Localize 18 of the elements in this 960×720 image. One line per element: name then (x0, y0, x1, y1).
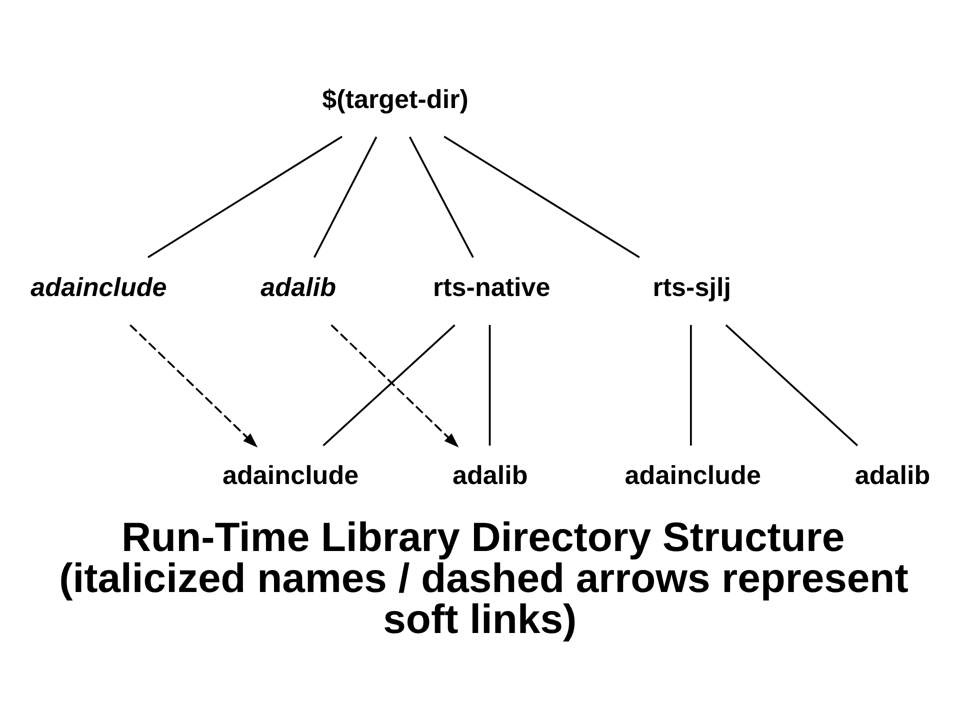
node-text: adalib (260, 272, 336, 302)
connector (488, 325, 491, 446)
node-text: adainclude (624, 460, 761, 490)
connector (408, 136, 474, 258)
node-text: rts-sjlj (652, 272, 731, 302)
node-text: rts-native (432, 272, 550, 302)
node-text: adainclude (30, 272, 167, 302)
arrow (130, 324, 258, 448)
connector (690, 325, 692, 446)
connector (725, 324, 858, 446)
connector (444, 136, 640, 258)
node-text: adainclude (222, 460, 359, 490)
node-text: adalib (452, 460, 528, 490)
connector (148, 136, 343, 258)
node-text: adalib (854, 460, 930, 490)
node-text: $(target-dir) (322, 84, 468, 114)
connector (313, 136, 378, 258)
caption: Run-Time Library Directory Structure (italicized names / dashed arrows represent soft links) (59, 514, 908, 642)
